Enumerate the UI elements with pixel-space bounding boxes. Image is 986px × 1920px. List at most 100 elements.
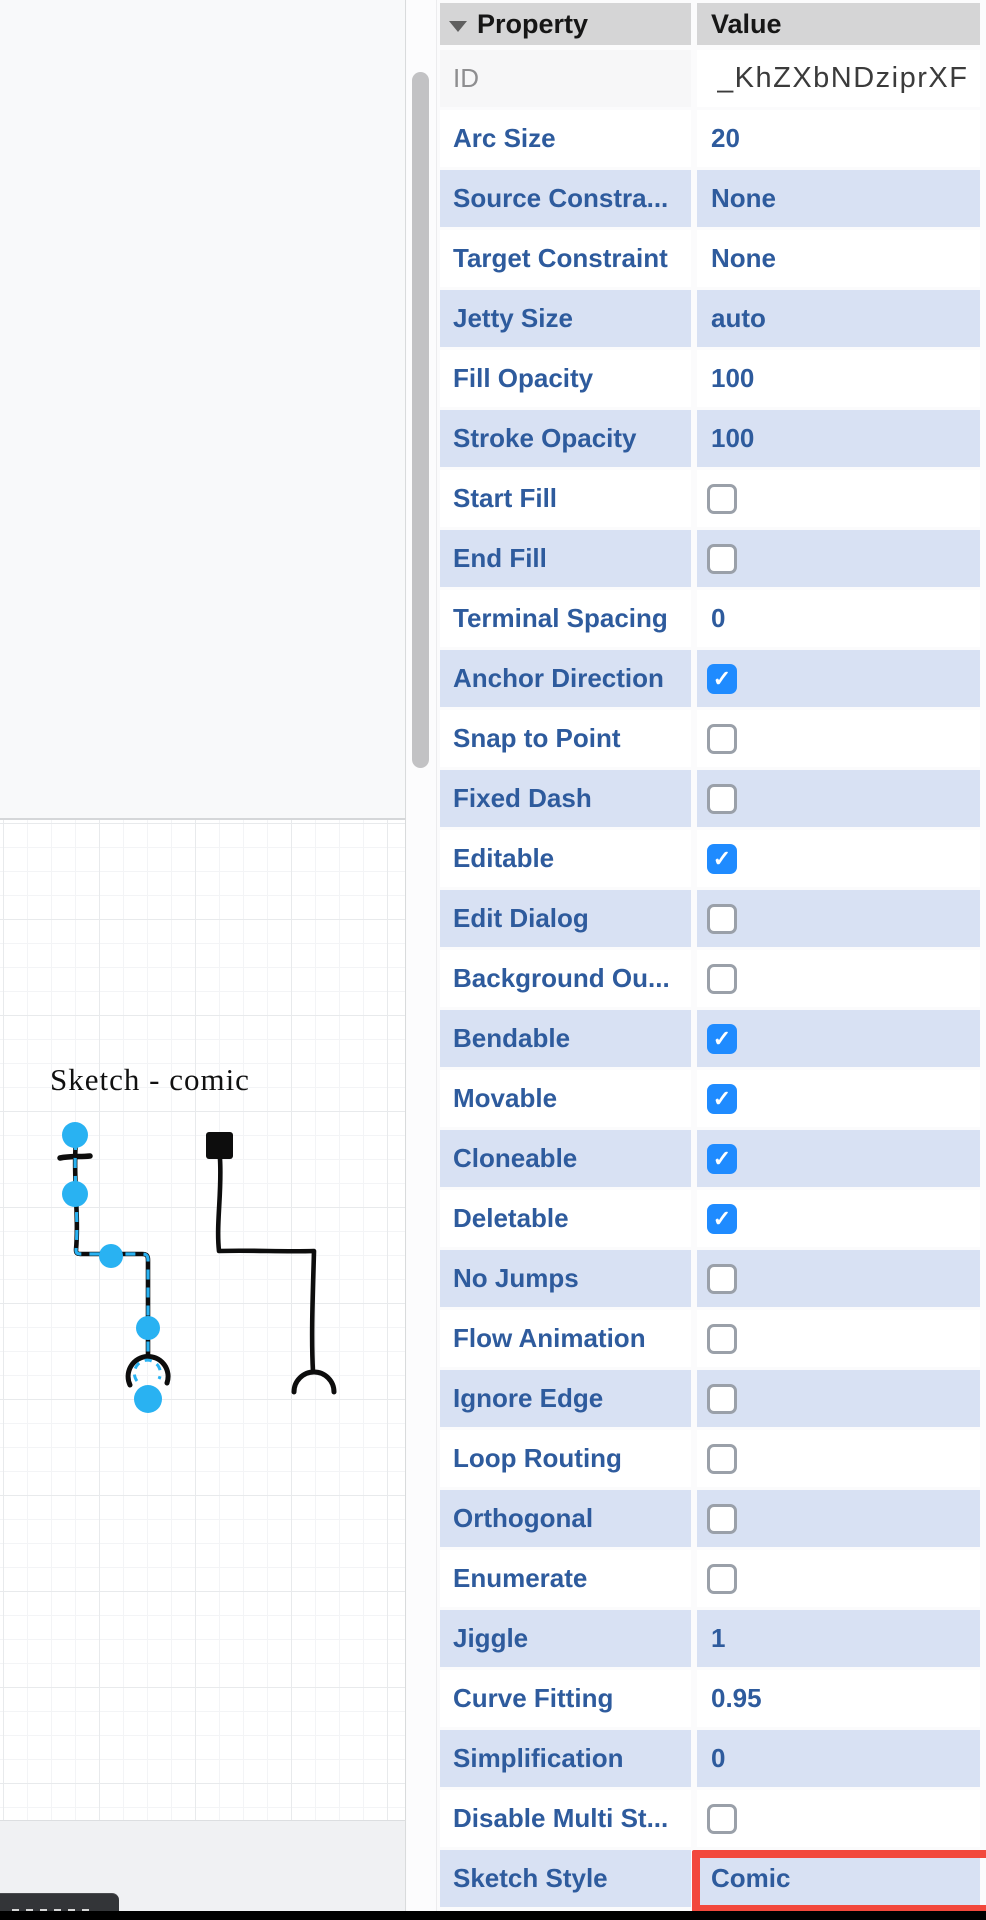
checkbox-unchecked[interactable] — [707, 963, 737, 994]
property-row-ignore-edge[interactable]: Ignore Edge — [437, 1370, 986, 1430]
property-row-end-fill[interactable]: End Fill — [437, 530, 986, 590]
checkbox-unchecked[interactable] — [707, 1383, 737, 1414]
property-value-cell[interactable] — [697, 1550, 980, 1607]
checkbox-unchecked[interactable] — [707, 783, 737, 814]
property-row-orthogonal[interactable]: Orthogonal — [437, 1490, 986, 1550]
checkbox-unchecked[interactable] — [707, 1263, 737, 1294]
property-value-cell[interactable] — [697, 1250, 980, 1307]
checkbox-unchecked[interactable] — [707, 1803, 737, 1834]
property-row-no-jumps[interactable]: No Jumps — [437, 1250, 986, 1310]
collapse-triangle-icon[interactable] — [449, 20, 467, 32]
checkbox-checked[interactable]: ✓ — [707, 663, 737, 694]
waypoint-handle[interactable] — [62, 1181, 88, 1207]
checkbox-unchecked[interactable] — [707, 483, 737, 514]
property-row-deletable[interactable]: Deletable✓ — [437, 1190, 986, 1250]
property-value-cell[interactable] — [697, 770, 980, 827]
property-value-cell[interactable]: _KhZXbNDziprXF — [697, 50, 980, 107]
property-label: Terminal Spacing — [453, 603, 668, 633]
property-value-cell[interactable]: 1 — [697, 1610, 980, 1667]
endpoint-handle[interactable] — [134, 1385, 162, 1413]
panel-scrollbar-track[interactable] — [407, 0, 437, 1912]
property-value-cell[interactable] — [697, 710, 980, 767]
waypoint-handle[interactable] — [99, 1244, 123, 1268]
checkbox-checked[interactable]: ✓ — [707, 1203, 737, 1234]
property-row-terminal-spacing[interactable]: Terminal Spacing 0 — [437, 590, 986, 650]
property-row-editable[interactable]: Editable✓ — [437, 830, 986, 890]
property-value-cell[interactable]: ✓ — [697, 650, 980, 707]
property-row-enumerate[interactable]: Enumerate — [437, 1550, 986, 1610]
checkbox-unchecked[interactable] — [707, 1563, 737, 1594]
property-value-cell[interactable] — [697, 950, 980, 1007]
property-value-cell[interactable] — [697, 470, 980, 527]
comic-edge-selected[interactable] — [57, 1122, 171, 1413]
property-row-flow-animation[interactable]: Flow Animation — [437, 1310, 986, 1370]
comic-edge-unselected[interactable] — [206, 1132, 337, 1395]
checkbox-unchecked[interactable] — [707, 723, 737, 754]
property-row-cloneable[interactable]: Cloneable✓ — [437, 1130, 986, 1190]
property-row-loop-routing[interactable]: Loop Routing — [437, 1430, 986, 1490]
checkbox-checked[interactable]: ✓ — [707, 1023, 737, 1054]
property-value-cell[interactable]: ✓ — [697, 1070, 980, 1127]
property-value-cell[interactable] — [697, 1370, 980, 1427]
checkbox-checked[interactable]: ✓ — [707, 1143, 737, 1174]
checkbox-unchecked[interactable] — [707, 903, 737, 934]
property-value-cell[interactable]: ✓ — [697, 1190, 980, 1247]
property-value-cell[interactable]: ✓ — [697, 1130, 980, 1187]
property-value-cell[interactable]: 100 — [697, 410, 980, 467]
property-value-cell[interactable]: 100 — [697, 350, 980, 407]
property-row-disable-multi-st[interactable]: Disable Multi St... — [437, 1790, 986, 1850]
property-row-source-constra[interactable]: Source Constra... None — [437, 170, 986, 230]
property-row-background-ou[interactable]: Background Ou... — [437, 950, 986, 1010]
property-value-cell[interactable]: None — [697, 230, 980, 287]
property-value-cell[interactable] — [697, 1790, 980, 1847]
checkbox-unchecked[interactable] — [707, 1503, 737, 1534]
property-row-snap-to-point[interactable]: Snap to Point — [437, 710, 986, 770]
checkbox-checked[interactable]: ✓ — [707, 1083, 737, 1114]
property-value-cell[interactable]: 20 — [697, 110, 980, 167]
checkbox-unchecked[interactable] — [707, 1323, 737, 1354]
property-row-anchor-direction[interactable]: Anchor Direction✓ — [437, 650, 986, 710]
property-column-header[interactable]: Property — [440, 3, 691, 45]
value-column-header[interactable]: Value — [697, 3, 980, 45]
property-value-cell[interactable]: 0 — [697, 1730, 980, 1787]
property-row-fixed-dash[interactable]: Fixed Dash — [437, 770, 986, 830]
endpoint-handle[interactable] — [62, 1122, 88, 1148]
property-value-cell[interactable]: Comic — [697, 1850, 980, 1907]
property-row-movable[interactable]: Movable✓ — [437, 1070, 986, 1130]
checkbox-checked[interactable]: ✓ — [707, 843, 737, 874]
panel-scrollbar-thumb[interactable] — [412, 72, 429, 768]
property-value-cell[interactable]: None — [697, 170, 980, 227]
property-label: No Jumps — [453, 1263, 579, 1293]
property-value-cell[interactable] — [697, 1430, 980, 1487]
property-value-cell[interactable]: ✓ — [697, 830, 980, 887]
property-row-edit-dialog[interactable]: Edit Dialog — [437, 890, 986, 950]
property-value-cell[interactable]: auto — [697, 290, 980, 347]
checkbox-unchecked[interactable] — [707, 1443, 737, 1474]
property-value-cell[interactable]: 0.95 — [697, 1670, 980, 1727]
property-row-id[interactable]: ID _KhZXbNDziprXF — [437, 50, 986, 110]
property-label: Source Constra... — [453, 183, 669, 213]
property-row-start-fill[interactable]: Start Fill — [437, 470, 986, 530]
waypoint-handle[interactable] — [136, 1316, 160, 1340]
checkbox-unchecked[interactable] — [707, 543, 737, 574]
property-header-label: Property — [477, 8, 589, 39]
property-value-cell[interactable]: 0 — [697, 590, 980, 647]
diagram-canvas[interactable]: Sketch - comic — [0, 818, 406, 1820]
property-value-cell[interactable]: ✓ — [697, 1010, 980, 1067]
property-name-cell: Disable Multi St... — [440, 1790, 691, 1847]
property-value-cell[interactable] — [697, 530, 980, 587]
property-label: ID — [453, 63, 479, 93]
property-value-cell[interactable] — [697, 1490, 980, 1547]
property-row-bendable[interactable]: Bendable✓ — [437, 1010, 986, 1070]
property-value-cell[interactable] — [697, 1310, 980, 1367]
property-value-cell[interactable] — [697, 890, 980, 947]
